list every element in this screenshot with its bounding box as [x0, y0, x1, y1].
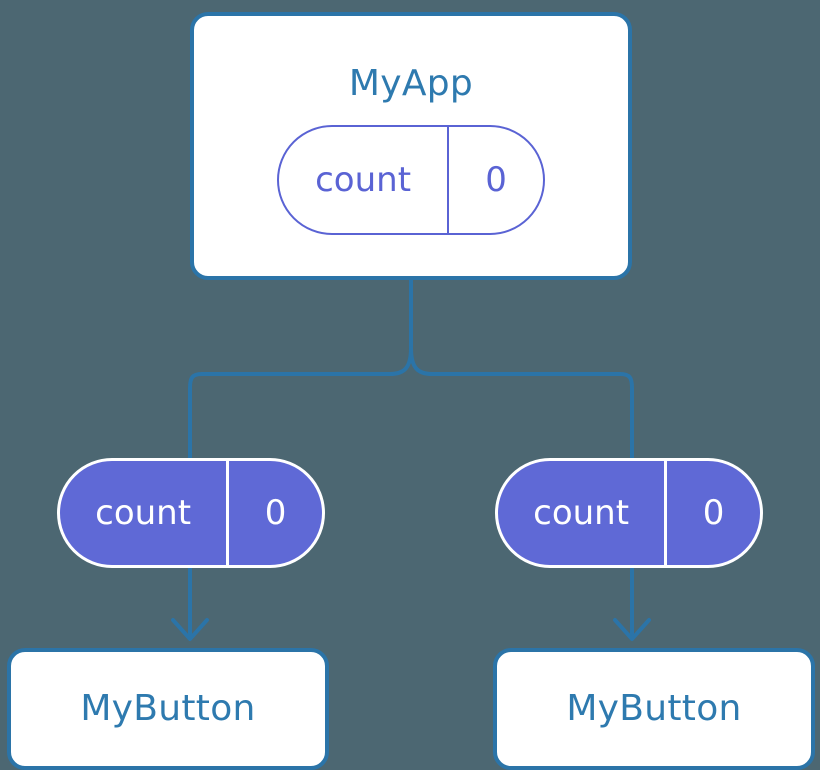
state-pill-myapp-key: count: [315, 160, 412, 200]
state-pill-myapp-value: 0: [447, 127, 543, 233]
prop-pill-left[interactable]: count 0: [57, 458, 325, 568]
component-mybutton-right[interactable]: MyButton: [493, 648, 815, 770]
component-mybutton-left[interactable]: MyButton: [7, 648, 329, 770]
prop-pill-right-value: 0: [664, 461, 760, 565]
component-mybutton-right-label: MyButton: [566, 688, 742, 729]
prop-pill-right[interactable]: count 0: [495, 458, 763, 568]
arrow-head-right-icon: [613, 618, 651, 641]
arrow-head-left-icon: [171, 618, 209, 641]
state-pill-myapp[interactable]: count 0: [277, 125, 545, 235]
prop-pill-left-value: 0: [226, 461, 322, 565]
wire-branch-left: [188, 346, 413, 460]
component-mybutton-left-label: MyButton: [80, 688, 256, 729]
wire-branch-right: [409, 346, 634, 460]
prop-pill-right-key: count: [533, 493, 630, 533]
component-myapp-label: MyApp: [348, 63, 474, 104]
prop-pill-left-key: count: [95, 493, 192, 533]
